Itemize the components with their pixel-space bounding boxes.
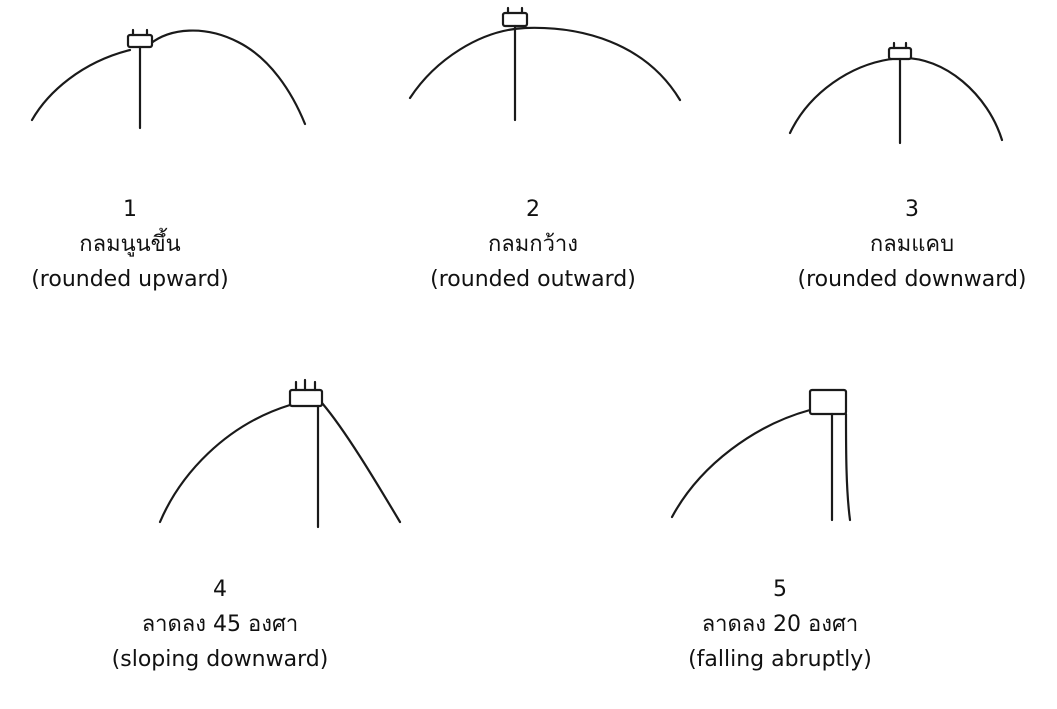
figure-4-label: 4 ลาดลง 45 องศา (sloping downward) [70,572,370,677]
figure-5-cap [810,390,846,414]
figure-1-drawing [0,0,340,160]
figure-1-label: 1 กลมนูนขึ้น (rounded upward) [0,192,260,297]
figure-2-thai-caption: กลมกว้าง [402,227,664,262]
figure-1-thai-caption: กลมนูนขึ้น [0,227,260,262]
figure-5-drawing [660,370,870,540]
figure-4-thai-caption: ลาดลง 45 องศา [70,607,370,642]
figure-1-cap [128,35,152,47]
figure-2-english-caption: (rounded outward) [402,262,664,297]
figure-5-english-caption: (falling abruptly) [630,642,930,677]
figure-4-right-slope [322,403,400,522]
figure-4-cap-tabs [296,380,315,390]
figure-4-cap [290,390,322,406]
figure-4-english-caption: (sloping downward) [70,642,370,677]
figure-2-arc [410,28,680,100]
figure-3-english-caption: (rounded downward) [772,262,1052,297]
figure-1-right-curve [150,31,305,124]
figure-3-thai-caption: กลมแคบ [772,227,1052,262]
figure-2-cap [503,13,527,26]
figure-3-cap [889,48,911,59]
figure-4-drawing [150,370,420,540]
figure-2-label: 2 กลมกว้าง (rounded outward) [402,192,664,297]
figure-5-label: 5 ลาดลง 20 องศา (falling abruptly) [630,572,930,677]
figure-5-left-curve [672,410,810,517]
figure-3-label: 3 กลมแคบ (rounded downward) [772,192,1052,297]
figure-1-english-caption: (rounded upward) [0,262,260,297]
figure-5-number: 5 [630,572,930,607]
figure-4-left-curve [160,405,290,522]
figure-3-number: 3 [772,192,1052,227]
figure-2-number: 2 [402,192,664,227]
figure-3-drawing [780,0,1020,160]
figure-4-number: 4 [70,572,370,607]
figure-3-arc [790,58,1002,140]
figure-5-right-drop [846,414,850,520]
figure-1-left-curve [32,50,130,120]
figure-5-thai-caption: ลาดลง 20 องศา [630,607,930,642]
figure-1-number: 1 [0,192,260,227]
figure-2-drawing [400,0,700,160]
